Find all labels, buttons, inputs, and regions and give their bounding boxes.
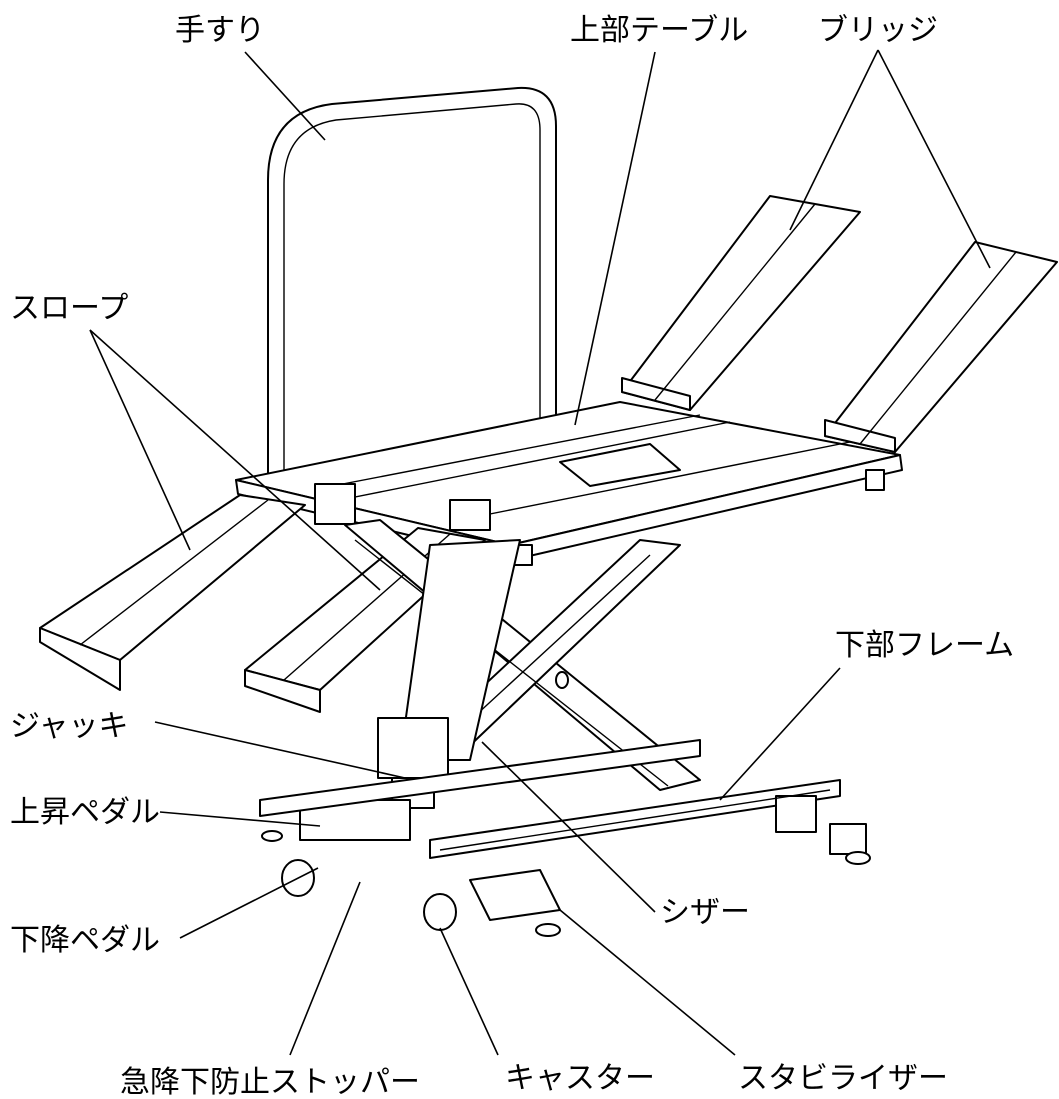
scissor-part — [344, 519, 701, 791]
label-slope: スロープ — [10, 291, 128, 326]
leader-stabilizer — [559, 909, 736, 1056]
leader-slope-1 — [89, 329, 191, 551]
leader-bridge-1 — [789, 49, 879, 231]
bridge-parts — [621, 195, 1058, 453]
leader-lower-frame — [719, 667, 841, 801]
label-raise-pedal: 上昇ペダル — [10, 795, 160, 830]
upper-table-part — [235, 401, 903, 566]
label-bridge: ブリッジ — [818, 13, 938, 48]
leader-lines — [89, 49, 991, 1056]
label-handrail: 手すり — [175, 13, 265, 48]
leader-raise-pedal — [159, 811, 321, 827]
leader-slope-2 — [89, 329, 381, 591]
label-scissor: シザー — [660, 895, 750, 930]
label-stopper: 急降下防止ストッパー — [120, 1065, 420, 1099]
label-stabilizer: スタビライザー — [738, 1061, 948, 1096]
label-jack: ジャッキ — [10, 709, 129, 744]
lower-frame-part — [259, 739, 867, 921]
leader-handrail — [244, 51, 326, 141]
caster-parts — [261, 830, 871, 937]
lift-drawing — [39, 86, 1058, 937]
part-labels: 手すり 上部テーブル ブリッジ スロープ 下部フレーム ジャッキ 上昇ペダル 下… — [10, 13, 1014, 1099]
handrail-part — [267, 86, 557, 515]
label-caster: キャスター — [505, 1061, 655, 1096]
leader-caster — [439, 927, 499, 1056]
leader-lower-pedal — [179, 867, 319, 939]
leader-upper-table — [574, 51, 656, 426]
leader-stopper — [289, 881, 361, 1056]
leader-jack — [154, 721, 406, 779]
label-lower-pedal: 下降ペダル — [10, 923, 160, 958]
label-upper-table: 上部テーブル — [570, 13, 748, 48]
leader-scissor — [481, 741, 656, 913]
leader-bridge-2 — [877, 49, 991, 269]
label-lower-frame: 下部フレーム — [835, 628, 1014, 663]
